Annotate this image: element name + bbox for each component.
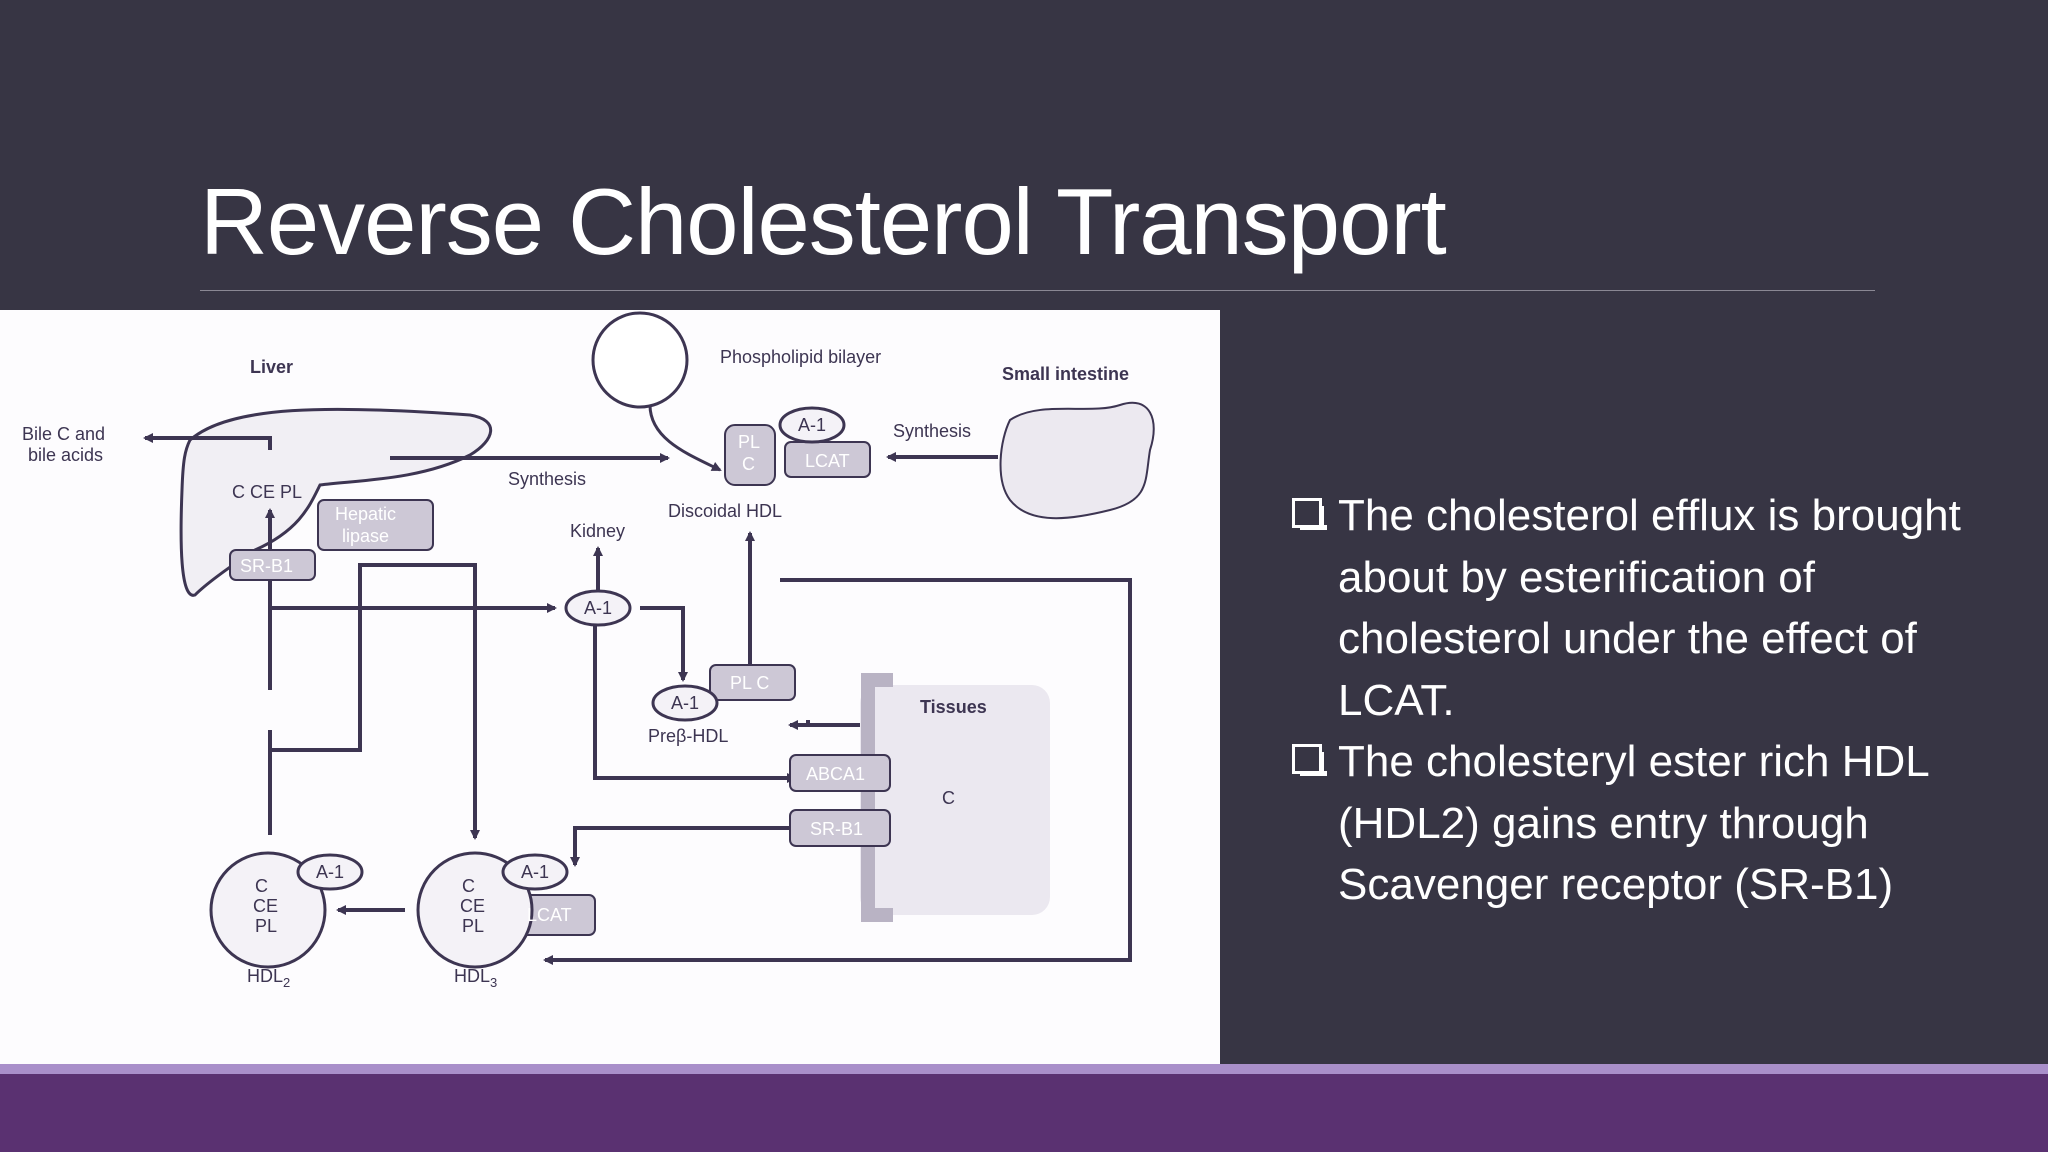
hdl2-pl-label: PL xyxy=(255,916,277,936)
slide-title: Reverse Cholesterol Transport xyxy=(200,169,1447,274)
liver-shape xyxy=(179,407,493,597)
srb1-liver-box xyxy=(229,549,316,581)
hdl2-label: HDL2 xyxy=(247,966,290,990)
a1-hdl3-label: A-1 xyxy=(521,862,549,882)
footer-accent-bar xyxy=(0,1064,2048,1074)
a1-discoidal-label: A-1 xyxy=(798,415,826,435)
bullet-item: The cholesterol efflux is brought about … xyxy=(1290,485,2010,731)
a1-free xyxy=(564,589,632,627)
title-divider xyxy=(200,290,1875,291)
hdl3-label: HDL3 xyxy=(454,966,497,990)
hepatic-lipase-line2: lipase xyxy=(342,526,389,546)
tissue-c-label: C xyxy=(942,788,955,808)
plc-label: PL C xyxy=(730,673,769,693)
kidney-label: Kidney xyxy=(570,521,625,541)
lcat-discoidal-label: LCAT xyxy=(805,451,850,471)
tissues-label: Tissues xyxy=(920,697,987,717)
bullet-list: The cholesterol efflux is brought about … xyxy=(1290,485,2010,916)
srb1-tissue-label: SR-B1 xyxy=(810,819,863,839)
diagram-figure: Liver Bile C and bile acids C CE PL Hepa… xyxy=(0,310,1220,1065)
bullet-text: The cholesteryl ester rich HDL (HDL2) ga… xyxy=(1338,737,1929,909)
a1-prebeta xyxy=(651,684,719,722)
liver-lipids-label: C CE PL xyxy=(232,482,302,502)
hdl2-c-label: C xyxy=(255,876,268,896)
footer-bar xyxy=(0,1074,2048,1152)
discoidal-hdl-pl-box xyxy=(724,424,776,486)
a1-hdl2-label: A-1 xyxy=(316,862,344,882)
bile-label-line2: bile acids xyxy=(28,445,103,465)
plc-box xyxy=(709,664,796,701)
hdl2-particle xyxy=(209,851,327,969)
synthesis-right-label: Synthesis xyxy=(893,421,971,441)
pl-label: PL xyxy=(738,432,760,452)
a1-prebeta-label: A-1 xyxy=(671,693,699,713)
small-intestine-icon xyxy=(999,401,1155,520)
bilayer-label: Phospholipid bilayer xyxy=(720,347,881,367)
reverse-cholesterol-transport-diagram: Liver Bile C and bile acids C CE PL Hepa… xyxy=(22,311,1155,990)
bullet-text: The cholesterol efflux is brought about … xyxy=(1338,491,1961,725)
prebeta-hdl-label: Preβ-HDL xyxy=(648,726,728,746)
hdl3-particle xyxy=(416,851,534,969)
c-label: C xyxy=(742,454,755,474)
synthesis-left-label: Synthesis xyxy=(508,469,586,489)
checkbox-bullet-icon xyxy=(1292,498,1327,530)
phospholipid-bilayer-icon xyxy=(591,311,689,409)
abca1-box xyxy=(789,754,891,792)
checkbox-bullet-icon xyxy=(1292,744,1327,776)
hepatic-lipase-line1: Hepatic xyxy=(335,504,396,524)
hdl3-ce-label: CE xyxy=(460,896,485,916)
discoidal-hdl-label: Discoidal HDL xyxy=(668,501,782,521)
lcat-hdl3-label: LCAT xyxy=(527,905,572,925)
tissues-region xyxy=(860,685,1050,915)
a1-hdl3 xyxy=(501,853,569,891)
a1-free-label: A-1 xyxy=(584,598,612,618)
hepatic-lipase-box xyxy=(317,499,434,551)
hdl3-c-label: C xyxy=(462,876,475,896)
srb1-tissue-box xyxy=(789,809,891,847)
a1-hdl2 xyxy=(296,853,364,891)
hdl2-ce-label: CE xyxy=(253,896,278,916)
bile-label-line1: Bile C and xyxy=(22,424,105,444)
hdl3-pl-label: PL xyxy=(462,916,484,936)
abca1-label: ABCA1 xyxy=(806,764,865,784)
lcat-discoidal-box xyxy=(784,441,871,478)
a1-discoidal xyxy=(778,406,846,444)
bullet-item: The cholesteryl ester rich HDL (HDL2) ga… xyxy=(1290,731,2010,916)
liver-label: Liver xyxy=(250,357,293,377)
srb1-liver-label: SR-B1 xyxy=(240,556,293,576)
small-intestine-label: Small intestine xyxy=(1002,364,1129,384)
